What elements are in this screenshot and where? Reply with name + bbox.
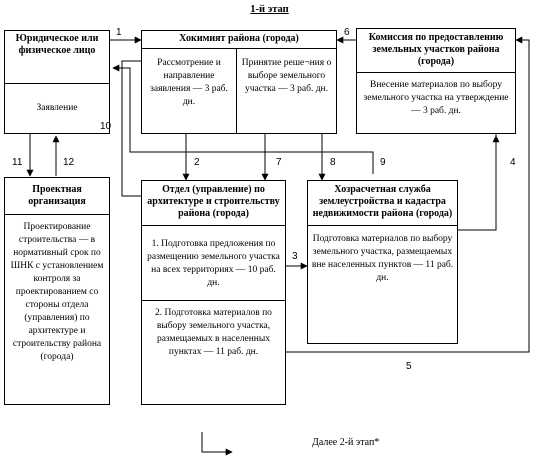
commission-box: Комиссия по предоставлению земельных уча… xyxy=(356,28,516,134)
architecture-header: Отдел (управление) по архитектуре и стро… xyxy=(142,181,285,226)
arrow-label-12: 12 xyxy=(63,157,75,168)
arrow-9 xyxy=(112,64,374,174)
arrow-label-4: 4 xyxy=(510,157,516,168)
commission-body: Внесение материалов по выбору земельного… xyxy=(363,80,509,116)
architecture-item-1: 1. Подготовка предложения по размещению … xyxy=(142,226,285,301)
next-stage-label: Далее 2-й этап* xyxy=(312,437,380,448)
administration-right-text: Принятие реше¬ния о выборе земельного уч… xyxy=(241,58,332,94)
line-10b xyxy=(121,124,141,197)
arrow-5 xyxy=(286,36,530,353)
arrow-label-6: 6 xyxy=(344,27,350,38)
architecture-box: Отдел (управление) по архитектуре и стро… xyxy=(141,180,286,405)
stage-title: 1-й этап xyxy=(250,4,289,15)
arrow-label-10: 10 xyxy=(100,121,112,132)
applicant-body: Заявление xyxy=(36,103,78,113)
arrow-label-9: 9 xyxy=(380,157,386,168)
arrow-label-2: 2 xyxy=(194,157,200,168)
arrow-next-stage xyxy=(201,432,233,456)
arrow-label-11: 11 xyxy=(12,157,23,168)
arrow-label-8: 8 xyxy=(330,157,336,168)
design-org-header: Проектная организация xyxy=(5,178,109,215)
design-org-box: Проектная организация Проектирование стр… xyxy=(4,177,110,405)
land-service-box: Хозрасчетная служба землеустройства и ка… xyxy=(307,180,458,344)
divider xyxy=(5,83,109,84)
arrow-label-3: 3 xyxy=(292,251,298,262)
commission-header: Комиссия по предоставлению земельных уча… xyxy=(357,29,515,73)
arrow-label-5: 5 xyxy=(406,361,412,372)
line-10 xyxy=(121,60,141,124)
arrow-label-7: 7 xyxy=(276,157,282,168)
applicant-header: Юридическое или физическое лицо xyxy=(15,33,99,56)
applicant-box: Юридическое или физическое лицо Заявлени… xyxy=(4,30,110,134)
architecture-item-2: 2. Подготовка материалов по выбору земел… xyxy=(155,308,272,357)
divider xyxy=(236,48,237,133)
administration-left-text: Рассмотрение и направление заявления — 3… xyxy=(150,58,228,107)
design-org-body: Проектирование строительства — в нормати… xyxy=(10,222,104,362)
administration-box: Хокимият района (города) Рассмотрение и … xyxy=(141,30,337,134)
arrow-label-1: 1 xyxy=(116,27,122,38)
land-service-body: Подготовка материалов по выбору земельно… xyxy=(311,234,454,283)
administration-header: Хокимият района (города) xyxy=(142,31,336,49)
land-service-header: Хозрасчетная служба землеустройства и ка… xyxy=(308,181,457,226)
